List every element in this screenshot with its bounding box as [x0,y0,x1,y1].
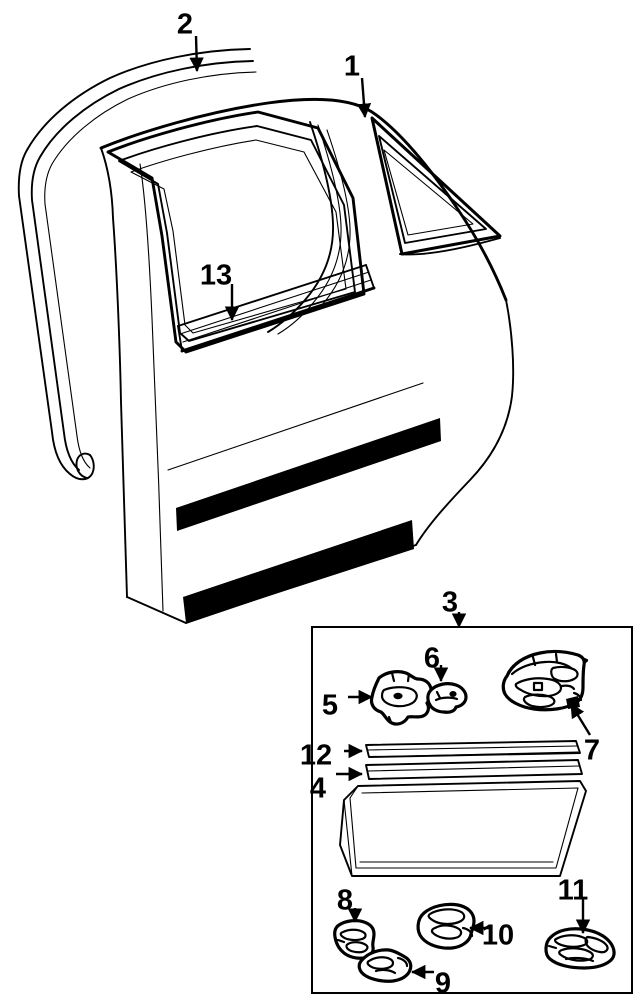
door-opening-weatherstrip-shape [17,48,257,481]
upper-body-side-molding [176,418,441,531]
part-shape-12 [365,740,581,758]
part-shape-4 [365,759,583,780]
callout-6: 6 [424,643,449,682]
callout-number-10: 10 [482,920,514,952]
callout-7: 7 [569,703,600,767]
callout-leader-7 [569,703,592,736]
callout-11: 11 [558,875,591,934]
part-shape-11 [544,927,616,970]
callout-number-2: 2 [177,9,193,41]
callout-1: 1 [344,51,372,118]
callout-number-5: 5 [322,690,338,722]
callout-4: 4 [310,766,363,805]
part-shape-6 [426,682,468,714]
part-shape-8 [333,918,376,960]
callout-number-3: 3 [442,587,458,619]
callout-leader-1 [356,77,372,118]
callout-13: 13 [200,260,240,321]
callout-2: 2 [177,9,204,72]
part-shape-5 [369,670,433,726]
lower-trim-panel [339,780,587,877]
part-shape-9 [357,948,413,983]
door-outer-panel [99,97,515,624]
callout-number-11: 11 [558,875,589,907]
callout-leader-2 [189,35,204,72]
part-shape-7 [501,649,589,712]
callout-12: 12 [300,740,363,772]
callout-number-13: 13 [200,260,232,292]
lower-trim-detail-box [311,626,633,994]
lower-rocker-molding [183,520,414,623]
callout-number-9: 9 [435,968,451,1000]
callout-number-1: 1 [344,51,360,83]
part-shape-10 [416,902,476,950]
callout-9: 9 [411,964,451,1000]
callout-5: 5 [322,690,373,722]
main-door-assembly [17,48,515,624]
rear-quarter-window [370,116,502,256]
callout-number-8: 8 [337,885,353,917]
callout-number-7: 7 [584,735,600,767]
body-side-moldings [176,418,441,623]
callout-10: 10 [469,920,514,952]
callout-3: 3 [442,587,467,628]
callout-8: 8 [337,885,363,923]
window-belt-weatherstrip-shape [177,264,376,353]
callout-number-4: 4 [310,773,326,805]
callout-number-12: 12 [300,740,332,772]
callout-number-6: 6 [424,643,440,675]
